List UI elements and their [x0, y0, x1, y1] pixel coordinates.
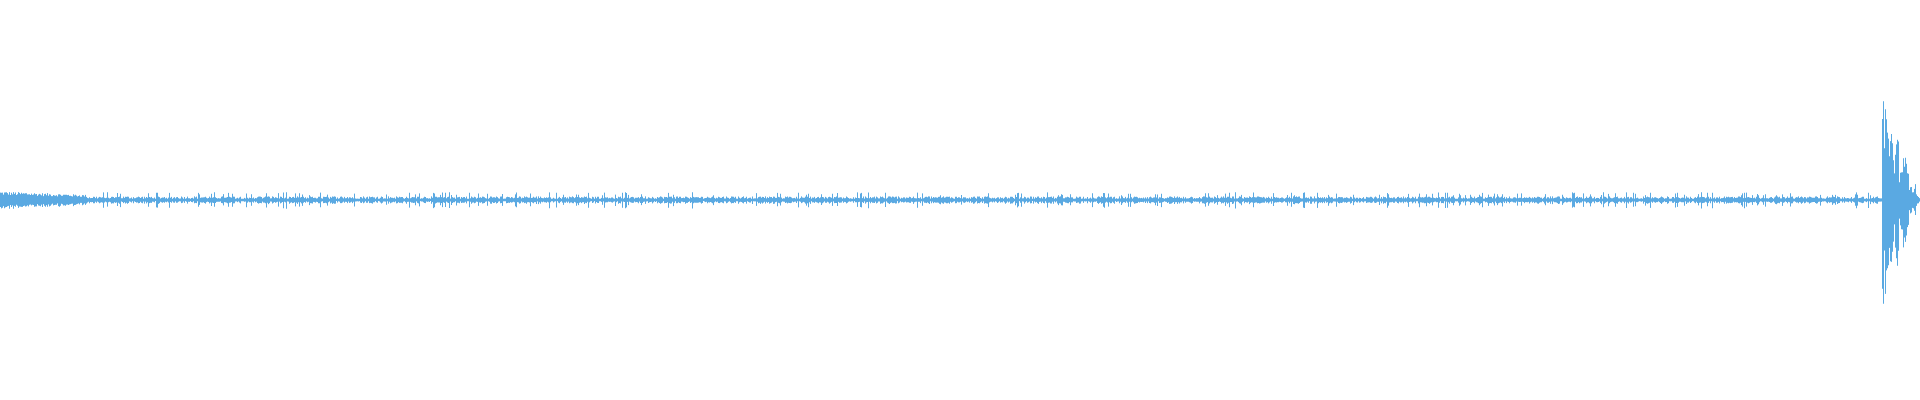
waveform-bars: [0, 101, 1920, 304]
waveform-samples: [0, 101, 1920, 304]
